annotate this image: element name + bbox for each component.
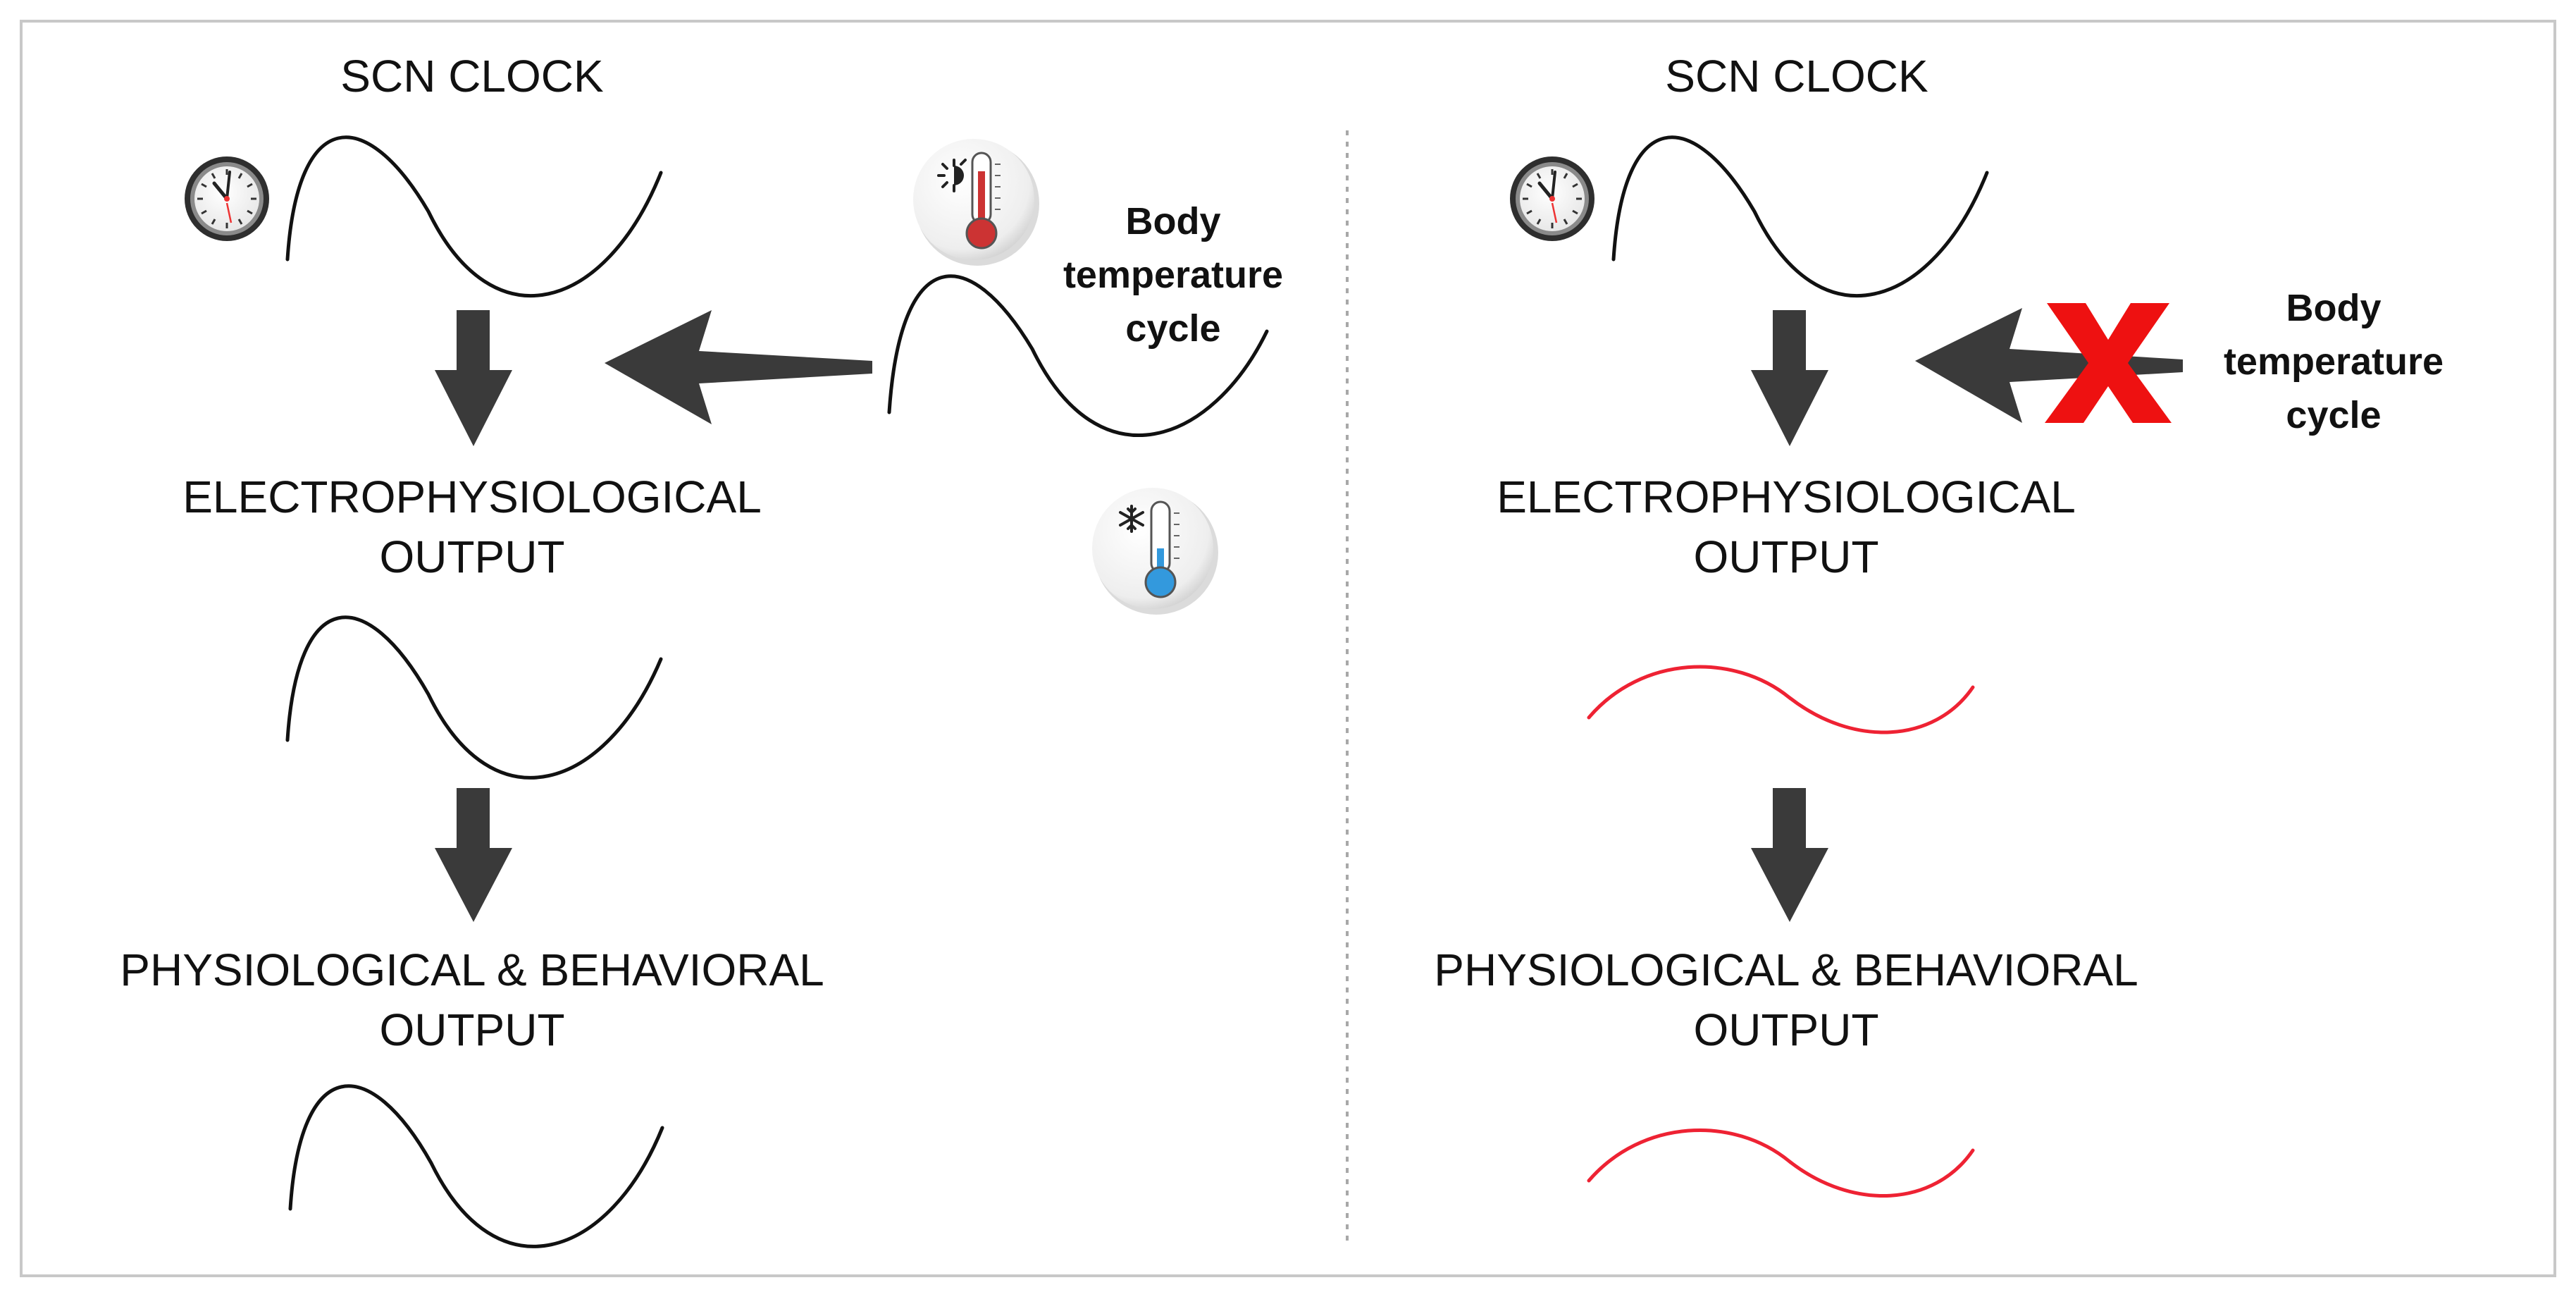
right-electro-label-line1: ELECTROPHYSIOLOGICAL (1497, 472, 2076, 522)
left-phys-label-line1: PHYSIOLOGICAL & BEHAVIORAL (120, 945, 824, 995)
left-electro-wave (285, 615, 663, 780)
left-temp-label-line2: temperature (1063, 254, 1283, 296)
right-temp-label-line3: cycle (2286, 394, 2381, 436)
left-temp-label-line1: Body (1126, 200, 1221, 242)
left-temp-label-line3: cycle (1125, 307, 1220, 350)
hot-thermometer-icon (913, 139, 1039, 266)
left-electro-label-line2: OUTPUT (379, 531, 564, 582)
left-scn-clock-title: SCN CLOCK (340, 51, 603, 102)
left-panel: SCN CLOCK ELECTROPHYSIOLOGICAL OUTPUT PH… (120, 51, 1283, 1248)
right-temp-label-line1: Body (2286, 287, 2382, 329)
right-temp-label-line2: temperature (2224, 340, 2444, 383)
blocked-x-icon (2045, 303, 2172, 423)
right-scn-clock-title: SCN CLOCK (1665, 51, 1928, 102)
right-electro-wave-dampened (1587, 665, 1975, 734)
figure-frame (20, 20, 2556, 1277)
right-arrow-clock-to-electro (1751, 310, 1828, 446)
left-arrow-electro-to-phys (435, 788, 512, 922)
right-panel: SCN CLOCK ELECTROPHYSIOLOGICAL OUTPUT PH… (1434, 51, 2444, 1198)
right-phys-label-line1: PHYSIOLOGICAL & BEHAVIORAL (1434, 945, 2138, 995)
right-arrow-electro-to-phys (1751, 788, 1828, 922)
right-phys-label-line2: OUTPUT (1693, 1004, 1878, 1055)
cold-thermometer-icon (1092, 488, 1218, 615)
right-electro-label-line2: OUTPUT (1693, 531, 1878, 582)
left-phys-label-line2: OUTPUT (379, 1004, 564, 1055)
left-phys-wave (288, 1084, 664, 1248)
right-phys-wave-dampened (1587, 1128, 1975, 1198)
left-temperature-wave (887, 274, 1269, 437)
left-scn-clock-wave (285, 135, 663, 297)
right-temperature-arrow (1915, 308, 2183, 423)
left-arrow-clock-to-electro (435, 310, 512, 446)
clock-icon (185, 156, 269, 241)
left-electro-label-line1: ELECTROPHYSIOLOGICAL (182, 472, 762, 522)
right-scn-clock-wave (1611, 135, 1989, 297)
clock-icon (1510, 156, 1594, 241)
left-temperature-arrow (605, 310, 872, 424)
